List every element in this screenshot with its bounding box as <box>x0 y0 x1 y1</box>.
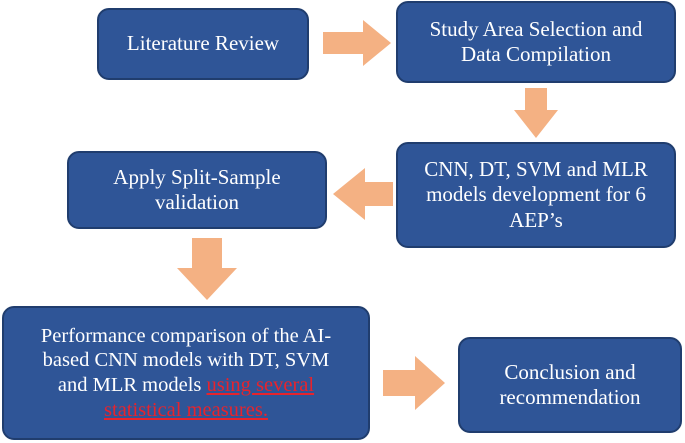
arrow-right-2 <box>383 356 445 410</box>
split-sample-line-1: Apply Split-Sample <box>113 164 281 189</box>
study-area-line-2: Data Compilation <box>461 42 611 66</box>
models-development-box: CNN, DT, SVM and MLR models development … <box>396 142 676 248</box>
study-area-line-1: Study Area Selection and <box>429 16 643 41</box>
performance-line-4-highlight: statistical measures. <box>104 398 268 421</box>
conclusion-line-1: Conclusion and <box>504 359 636 384</box>
literature-review-box: Literature Review <box>97 8 309 80</box>
performance-line-3-highlight: using several <box>206 374 315 396</box>
arrow-down-2 <box>177 238 237 300</box>
arrow-left-1 <box>333 168 393 220</box>
performance-line-3: and MLR models using several <box>41 373 331 398</box>
models-development-line-3: AEP’s <box>509 207 563 232</box>
performance-comparison-box: Performance comparison of the AI- based … <box>2 306 370 440</box>
conclusion-line-2: recommendation <box>499 385 641 409</box>
split-sample-box: Apply Split-Sample validation <box>67 151 327 229</box>
study-area-box: Study Area Selection and Data Compilatio… <box>396 1 676 83</box>
literature-review-label: Literature Review <box>126 31 280 56</box>
arrow-right-1 <box>323 20 391 66</box>
models-development-line-2: models development for 6 <box>426 182 646 207</box>
models-development-line-1: CNN, DT, SVM and MLR <box>424 157 648 182</box>
performance-line-2: based CNN models with DT, SVM <box>42 349 330 372</box>
performance-line-1: Performance comparison of the AI- <box>40 324 332 347</box>
split-sample-line-2: validation <box>155 190 239 214</box>
conclusion-box: Conclusion and recommendation <box>458 337 682 433</box>
arrow-down-1 <box>514 88 558 138</box>
performance-line-3-plain: and MLR models <box>57 374 207 396</box>
